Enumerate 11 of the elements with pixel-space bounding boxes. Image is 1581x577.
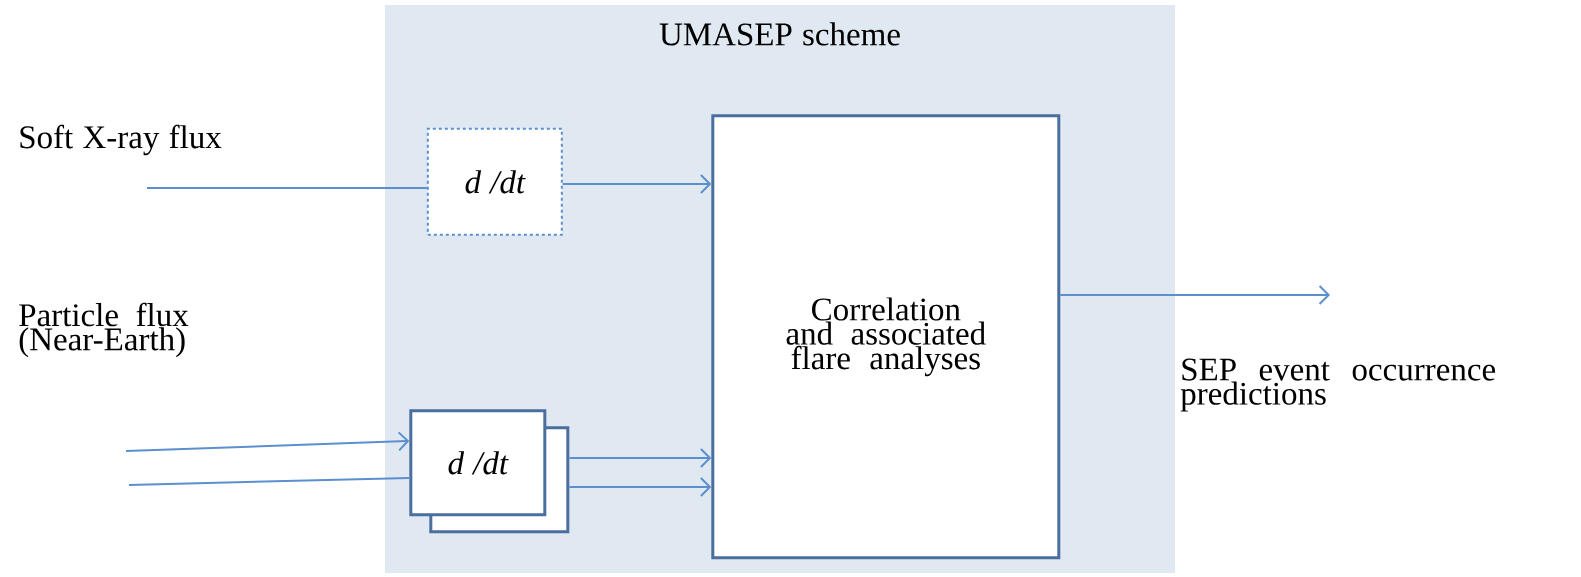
process-box: Correlation and associated flare analyses (711, 114, 1061, 560)
arrow (568, 448, 712, 468)
dashed-box: d /dt (426, 127, 563, 236)
input-label: Particle flux (Near-Earth) (19, 302, 189, 358)
arrow (125, 431, 410, 452)
input-label: SEP event occurrence predictions (1180, 358, 1496, 412)
arrow (561, 174, 712, 194)
input-label: Soft X-ray flux (20, 124, 222, 156)
arrow (568, 477, 712, 497)
arrow (1059, 285, 1330, 305)
process-box: d /dt (409, 409, 547, 517)
